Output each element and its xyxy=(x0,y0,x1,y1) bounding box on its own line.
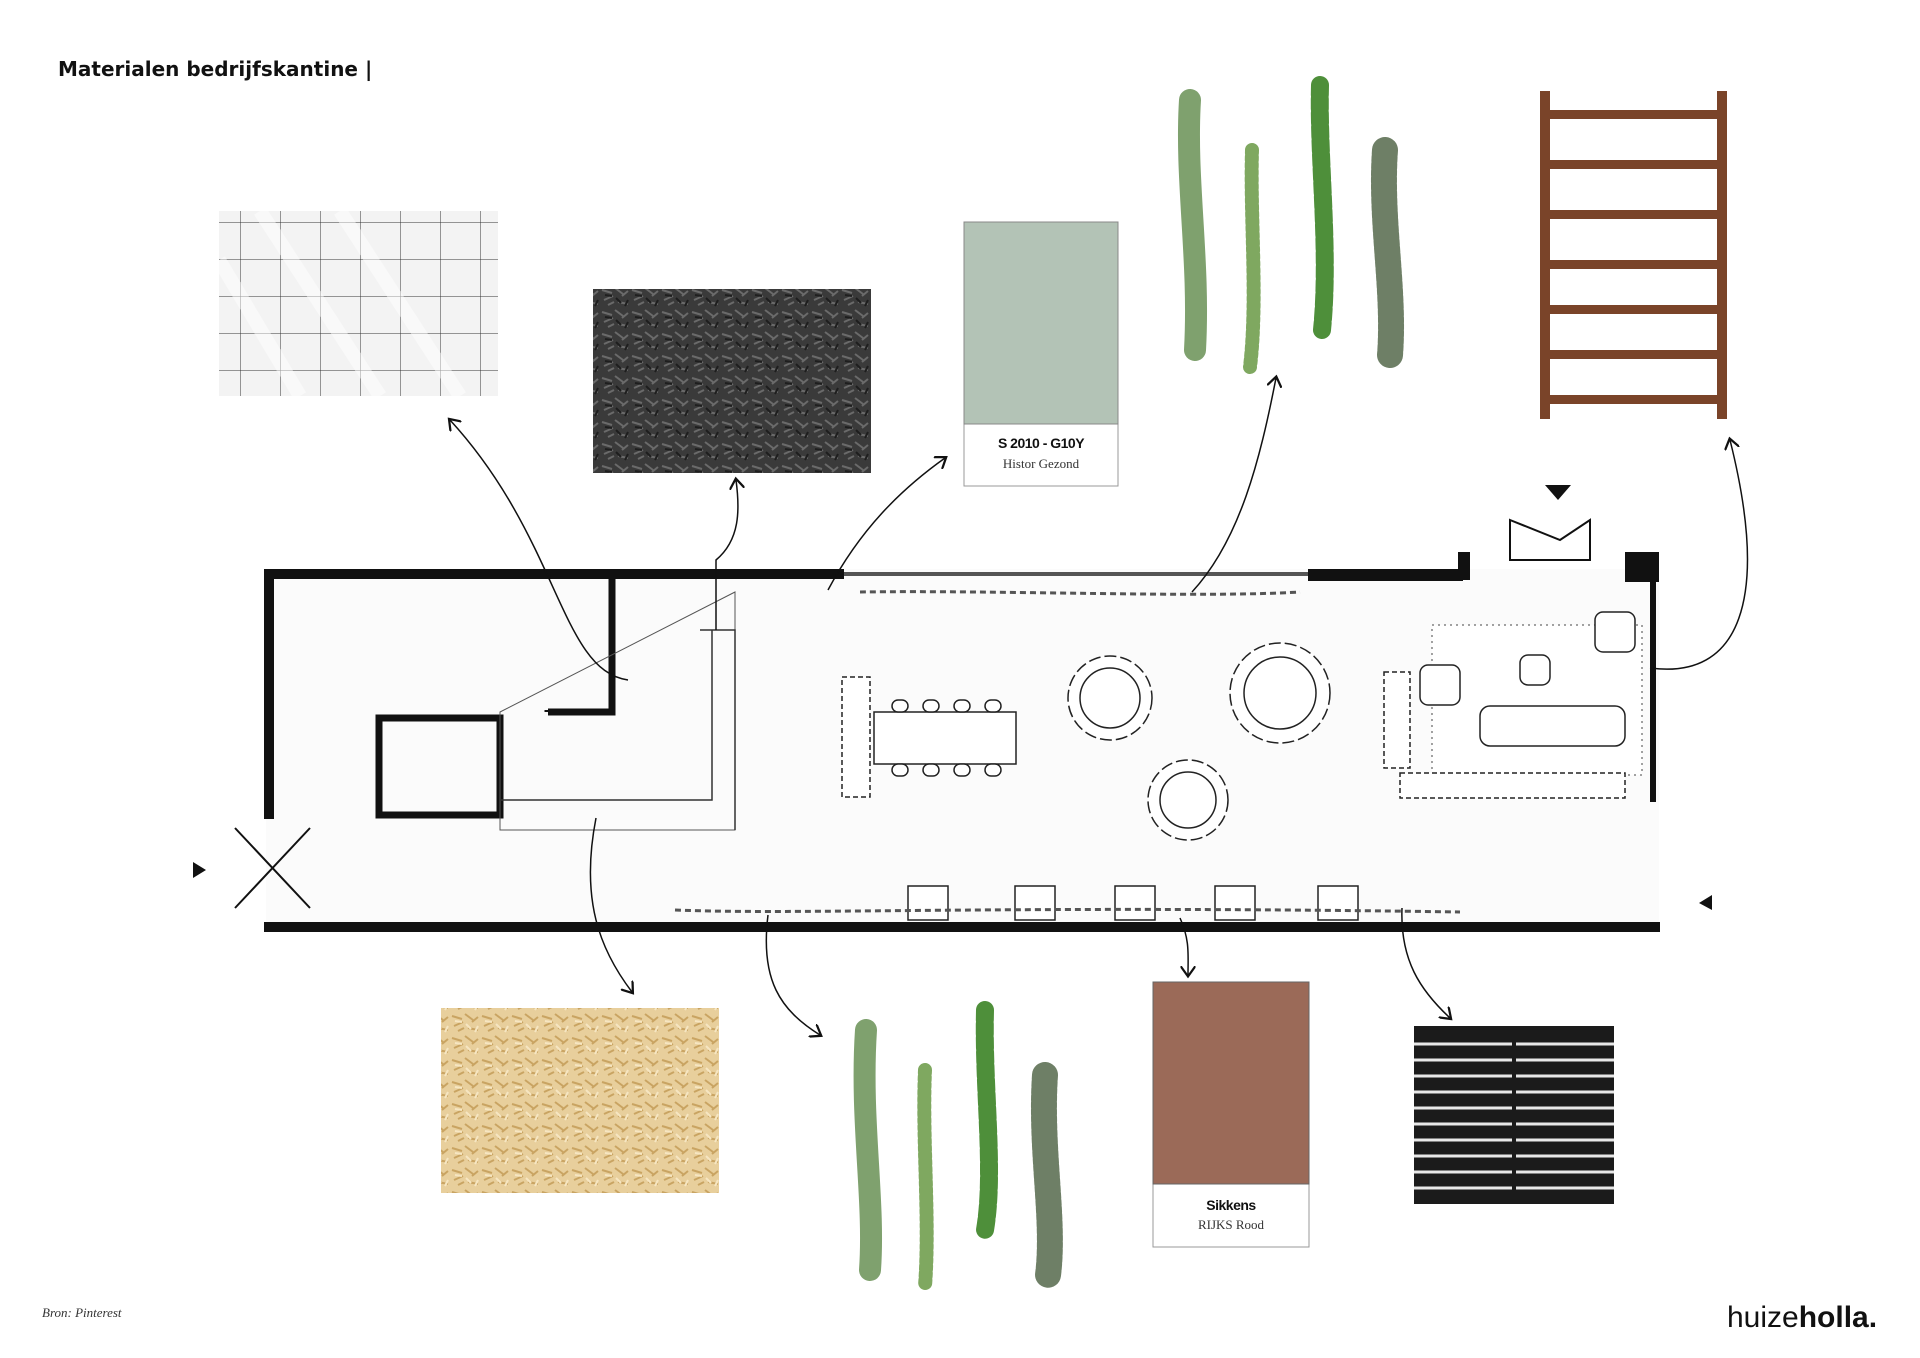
hanging-plants-top xyxy=(1177,76,1405,374)
connector-arrows xyxy=(450,378,1749,1035)
swatch-code: Sikkens xyxy=(1206,1197,1256,1213)
svg-text:huizeholla.: huizeholla. xyxy=(1727,1301,1877,1334)
floor-plan xyxy=(193,485,1712,932)
light-osb-image xyxy=(441,1008,719,1193)
swatch-name: RIJKS Rood xyxy=(1198,1217,1265,1232)
logo-light: huize xyxy=(1727,1301,1799,1334)
page-title: Materialen bedrijfskantine | xyxy=(58,57,372,81)
hanging-plants-bottom xyxy=(853,1001,1063,1293)
black-slat-panel-image xyxy=(1414,1026,1614,1204)
dark-osb-image xyxy=(593,289,871,473)
brand-logo: huizeholla. xyxy=(1727,1301,1877,1334)
source-credit: Bron: Pinterest xyxy=(42,1305,122,1320)
wooden-ladder-image xyxy=(1540,91,1727,419)
swatch-green: S 2010 - G10Y Histor Gezond xyxy=(963,221,1119,487)
swatch-red: Sikkens RIJKS Rood xyxy=(1152,981,1310,1248)
tile-shine xyxy=(212,207,466,400)
logo-bold: holla. xyxy=(1799,1301,1877,1334)
swatch-code: S 2010 - G10Y xyxy=(998,435,1085,451)
swatch-name: Histor Gezond xyxy=(1003,456,1080,471)
